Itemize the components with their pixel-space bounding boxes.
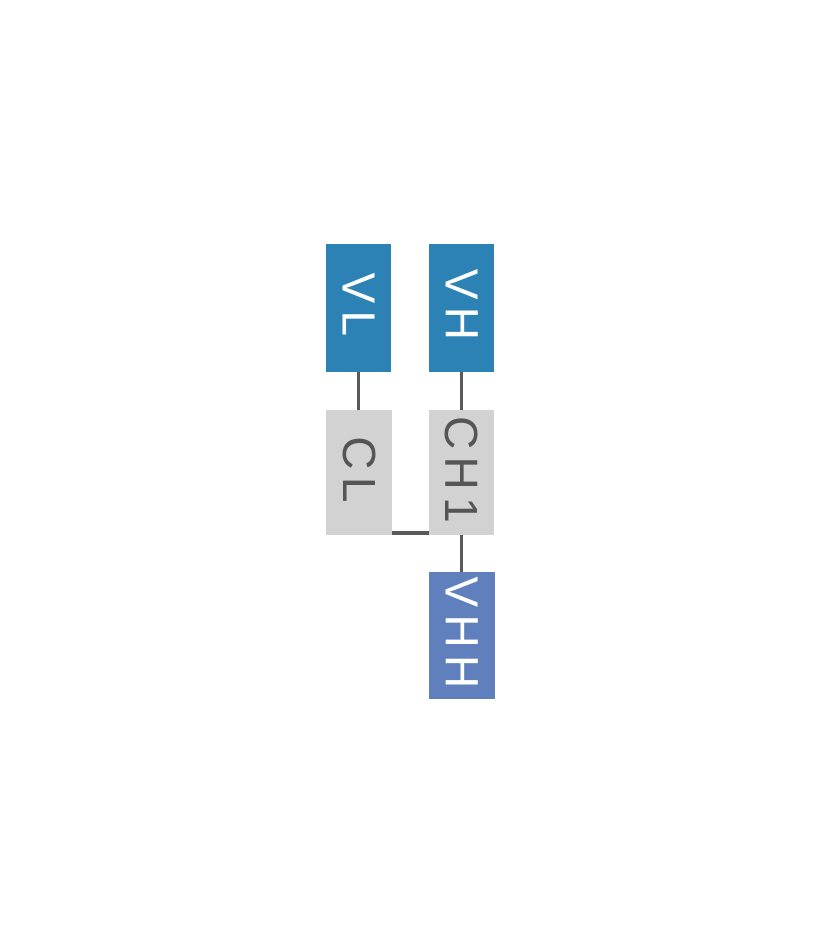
domain-box-vh: VH bbox=[429, 244, 494, 372]
domain-box-ch1: CH1 bbox=[429, 410, 494, 535]
domain-label-cl: CL bbox=[333, 435, 385, 510]
domain-box-cl: CL bbox=[326, 410, 392, 535]
domain-box-vhh: VHH bbox=[429, 572, 495, 699]
connector-cl-ch1 bbox=[388, 531, 430, 535]
domain-label-vhh: VHH bbox=[436, 575, 489, 696]
connector-ch1-vhh bbox=[460, 534, 463, 573]
connector-vh-ch1 bbox=[460, 372, 463, 411]
domain-label-vl: VL bbox=[332, 272, 385, 344]
domain-box-vl: VL bbox=[326, 244, 391, 372]
domain-label-ch1: CH1 bbox=[435, 415, 488, 530]
connector-vl-cl bbox=[357, 372, 360, 411]
domain-label-vh: VH bbox=[435, 268, 488, 348]
